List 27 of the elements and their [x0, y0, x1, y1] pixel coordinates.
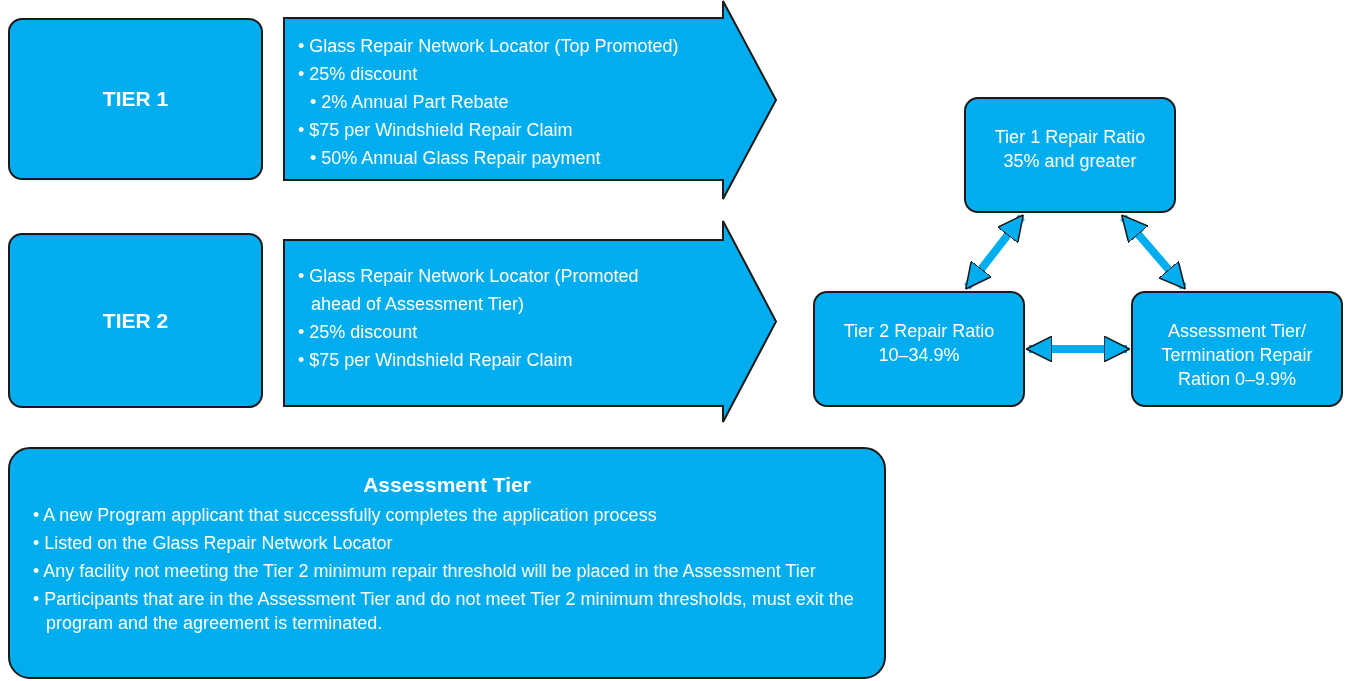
ratio-text: Tier 1 Repair Ratio 35% and greater	[993, 126, 1147, 173]
bullet-item: • Listed on the Glass Repair Network Locator	[32, 532, 394, 555]
tier-label: TIER 2	[101, 308, 170, 333]
ratio-box	[813, 291, 1025, 407]
ratio-text: Assessment Tier/ Termination Repair Ration 0–9.9%	[1160, 320, 1314, 391]
double-arrow	[1120, 214, 1187, 290]
info-panel	[8, 447, 886, 679]
double-arrow	[1025, 335, 1131, 363]
tier-box	[8, 18, 263, 180]
bullet-item: • A new Program applicant that successfully completes the application process	[32, 504, 658, 527]
ratio-box	[1131, 291, 1343, 407]
bullet-item: • Any facility not meeting the Tier 2 minimum repair threshold will be placed in the Assessment Tier	[32, 560, 817, 583]
bullet-item: • $75 per Windshield Repair Claim	[297, 349, 574, 372]
bullet-item: • Glass Repair Network Locator (Promoted ahead of Assessment Tier)	[297, 265, 640, 316]
bullet-item: • 2% Annual Part Rebate	[309, 91, 510, 114]
ratio-box	[964, 97, 1176, 213]
panel-heading: Assessment Tier	[362, 473, 532, 497]
bullet-item: • 25% discount	[297, 63, 419, 86]
bullet-item: • 50% Annual Glass Repair payment	[309, 147, 602, 170]
bullet-item: • 25% discount	[297, 321, 419, 344]
tier-box	[8, 233, 263, 408]
ratio-text: Tier 2 Repair Ratio 10–34.9%	[842, 320, 996, 367]
bullet-item: • Participants that are in the Assessment Tier and do not meet Tier 2 minimum thresholds, must exit the program and the agreement is terminated.	[32, 588, 855, 635]
bullet-item: • $75 per Windshield Repair Claim	[297, 119, 574, 142]
double-arrow	[964, 214, 1025, 290]
bullet-item: • Glass Repair Network Locator (Top Promoted)	[297, 35, 679, 58]
tier-label: TIER 1	[101, 87, 170, 111]
